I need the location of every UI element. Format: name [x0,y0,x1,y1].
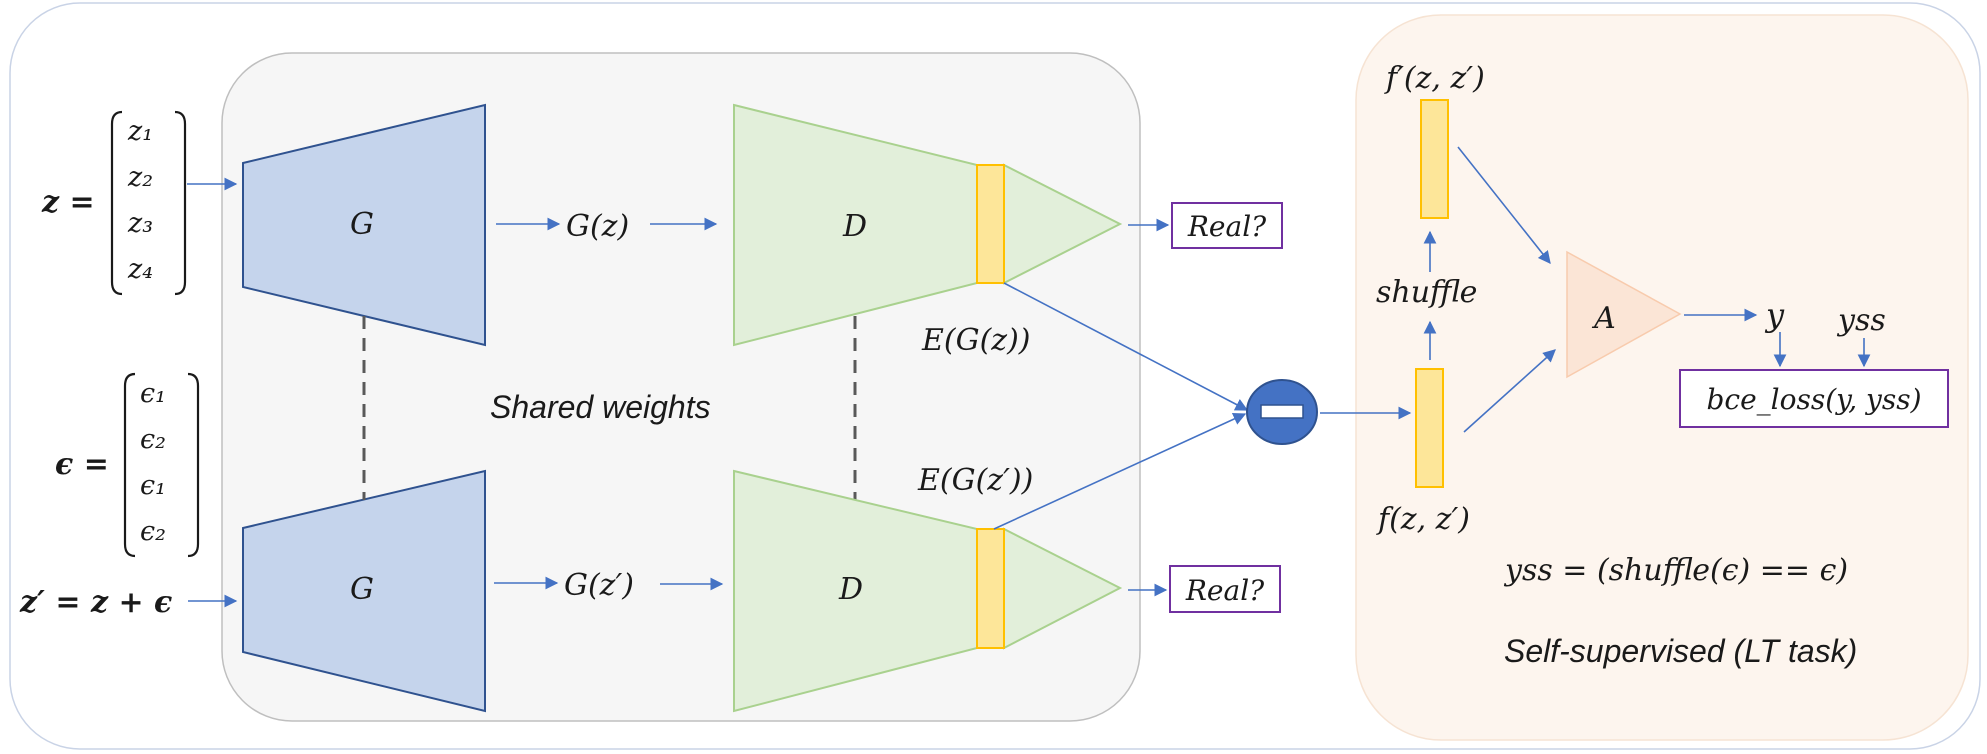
shuffle-label: shuffle [1376,275,1477,310]
yss-label: yss [1836,303,1886,338]
feature-bottom [976,528,1005,649]
eps-entry-1: ϵ₁ [140,378,166,409]
y-label: y [1764,296,1785,334]
real-box-top [1171,202,1283,249]
eps-entry-3: ϵ₁ [140,470,166,501]
egzprime-label: E(G(z′)) [917,463,1033,498]
real-box-bottom [1169,565,1281,613]
real-label-bottom: Real? [1185,574,1265,607]
self-supervised-label: Self-supervised (LT task) [1504,633,1857,669]
arrow-fprime-to-a [1457,146,1551,265]
input-z-vector: z = z₁ z₂ z₃ z₄ [41,110,187,296]
bce-loss-box [1679,369,1949,428]
minus-bar [1260,404,1304,419]
z-equals: z = [41,185,95,220]
gz-label: G(z) [566,209,629,244]
generator-top-label: G [350,207,374,242]
yss-equation: yss = (shuffle(ϵ) == ϵ) [1503,553,1848,588]
discriminator-bottom-label: D [838,572,863,607]
z-entry-4: z₄ [127,254,153,285]
arrow-f-to-a [1463,349,1556,433]
z-entry-3: z₃ [127,208,153,239]
input-eps-vector: ϵ = ϵ₁ ϵ₂ ϵ₁ ϵ₂ [55,372,200,558]
z-entry-1: z₁ [127,116,153,147]
egz-label: E(G(z)) [921,323,1031,358]
right-bracket [174,110,187,296]
generator-bottom-label: G [350,572,374,607]
subtract-operator [1246,379,1318,445]
arrow-egz-to-minus [1003,282,1249,411]
shared-weights-label: Shared weights [490,389,711,425]
generator-top [242,103,486,347]
gzprime-label: G(z′) [564,568,634,603]
generator-bottom [242,469,486,713]
classifier-a [1566,250,1682,379]
a-label: A [1591,301,1616,336]
right-bracket [187,372,200,558]
left-bracket [110,110,123,296]
eps-entry-4: ϵ₂ [140,516,166,547]
fprime-label: f′(z, z′) [1384,61,1485,96]
z-entry-2: z₂ [127,162,153,193]
left-bracket [123,372,136,558]
discriminator-top-label: D [842,209,867,244]
eps-entry-2: ϵ₂ [140,424,166,455]
f-label: f(z, z′) [1376,502,1470,537]
eps-equals: ϵ = [55,447,109,482]
arrow-egzprime-to-minus [993,412,1247,530]
zprime-equation: z′ = z + ϵ [19,585,172,620]
feature-top [976,164,1005,284]
bce-loss-label: bce_loss(y, yss) [1706,383,1921,416]
self-supervised-panel [1355,14,1969,741]
feature-fprime [1420,99,1449,219]
real-label-top: Real? [1187,210,1267,243]
feature-f [1415,368,1444,488]
